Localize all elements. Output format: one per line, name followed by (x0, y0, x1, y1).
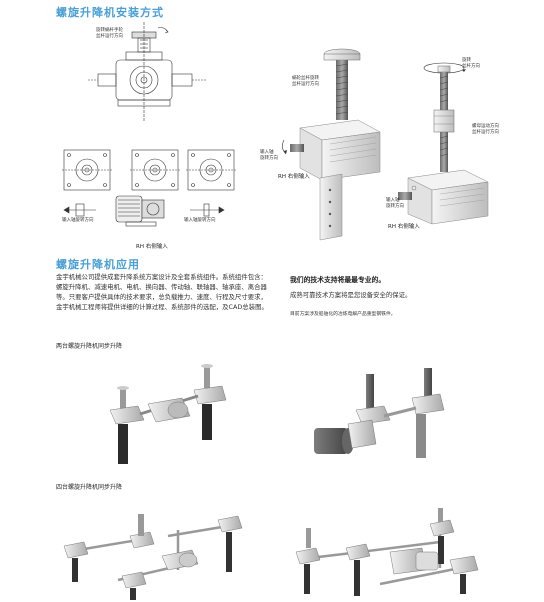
intro-paragraph: 金宇机械公司提供成套升降系统方案设计及全套系统组件。系统组件包含：螺旋升降机、减… (56, 273, 268, 311)
jack1-arrow-note: 输入轴 旋转方向 (260, 150, 278, 161)
jack2-top-note: 旋转 丝杆方向 (462, 58, 480, 69)
support-small-text: 目前方案涉及船舶化的冶炼电解产品重型钢铁件。 (290, 312, 396, 317)
plan-view-center (130, 149, 180, 191)
drawing-note-top: 旋转蜗杆手轮 丝杆运行方向 (96, 28, 123, 39)
jack-rh-input-illustration-1 (282, 48, 381, 241)
jack1-rh-label: RH 右侧输入 (278, 174, 310, 180)
app1-title: 两台螺旋升降机同步升降 (56, 343, 123, 350)
two-jack-system-left (109, 364, 227, 464)
arrow-left-drawing (63, 203, 96, 217)
jack2-arrow-note: 输入轴 旋转方向 (386, 198, 404, 209)
two-jack-system-right (314, 368, 445, 458)
jack2-side-note: 螺母运动方向 丝杆运行方向 (472, 124, 499, 135)
four-jack-system-right (295, 508, 479, 596)
jack1-top-note: 蜗轮丝杆旋转 丝杆运行方向 (292, 76, 319, 87)
jack-front-elevation-drawing (88, 22, 206, 122)
support-headline: 我们的技术支持将最最专业的。 (290, 276, 386, 284)
four-jack-system-left (63, 514, 243, 600)
arrow-right-drawing (190, 203, 225, 217)
section-title-installation: 螺旋升降机安装方式 (56, 6, 164, 19)
support-text: 成熟可靠技术方案将是您设备安全的保证。 (290, 291, 412, 299)
app2-title: 四台螺旋升降机同步升降 (56, 484, 123, 491)
jack-rh-input-illustration-2 (398, 62, 489, 225)
section-title-applications: 螺旋升降机应用 (56, 258, 140, 271)
plan-view-right (186, 149, 236, 191)
right-arrow-note: 输入轴旋转方向 (184, 218, 216, 223)
jack2-rh-label: RH 右侧输入 (388, 224, 420, 230)
left-arrow-note: 输入轴旋转方向 (62, 218, 94, 223)
plan-view-left (62, 149, 112, 191)
drawing-bottom-label: RH 右侧输入 (136, 244, 168, 250)
motor-drawing (115, 195, 165, 227)
